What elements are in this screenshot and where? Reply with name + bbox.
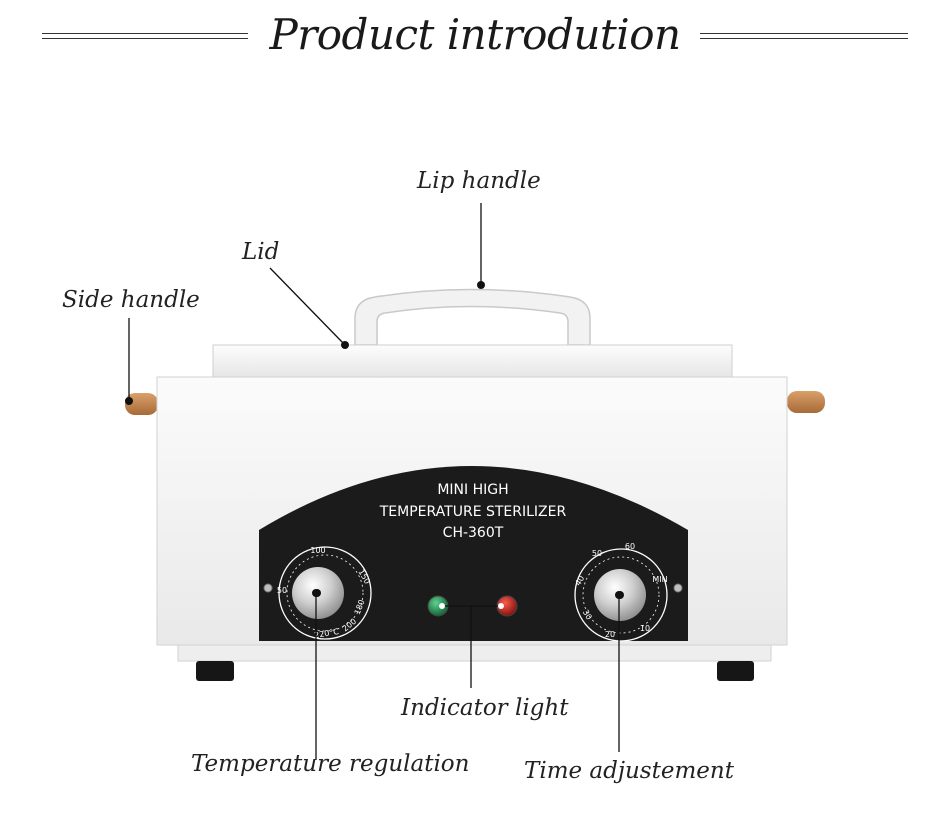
temp-tick-100: 100 (310, 546, 325, 555)
title-rule-right (700, 33, 908, 39)
time-tick-30: 30 (581, 608, 594, 621)
time-tick-40: 40 (573, 574, 586, 587)
callout-temperature-regulation: Temperature regulation (191, 751, 470, 777)
dot-side-handle (125, 397, 133, 405)
time-tick-60: 60 (625, 542, 635, 551)
dot-time-adjustement (615, 591, 623, 599)
time-tick-min: MIN (652, 575, 667, 584)
dot-lid (341, 341, 349, 349)
model-number: CH-360T (443, 525, 504, 541)
screw-right (673, 583, 683, 593)
dot-lip-handle (477, 281, 485, 289)
callout-time-adjustement: Time adjustement (524, 758, 734, 784)
leader-lines (128, 203, 620, 760)
control-panel (259, 466, 688, 641)
leader-dots (125, 281, 623, 609)
time-tick-50: 50 (592, 549, 602, 558)
lip-handle (354, 288, 591, 346)
time-tick-10: 10 (640, 624, 650, 633)
temp-tick-220: 220°C (314, 627, 340, 640)
foot-right (717, 661, 754, 681)
temp-tick-50: 50 (277, 586, 287, 595)
title-rule-left (42, 33, 248, 39)
dot-indicator-red (498, 603, 504, 609)
side-handle-right (787, 391, 825, 413)
device-base (177, 644, 772, 662)
time-tick-20: 20 (605, 630, 615, 639)
screw-left (263, 583, 273, 593)
label-line1: MINI HIGH (437, 482, 508, 498)
callout-lip-handle: Lip handle (417, 168, 541, 194)
page-title: Product introdution (269, 10, 681, 59)
dot-temperature-regulation (312, 589, 320, 597)
callout-lid: Lid (242, 239, 280, 265)
lid (212, 344, 733, 378)
callout-indicator-light: Indicator light (401, 695, 569, 721)
dot-indicator-green (439, 603, 445, 609)
leader-lid (269, 267, 345, 345)
side-handle-left (125, 393, 158, 415)
callout-side-handle: Side handle (62, 287, 200, 313)
label-line2: TEMPERATURE STERILIZER (379, 504, 567, 520)
foot-left (196, 661, 234, 681)
